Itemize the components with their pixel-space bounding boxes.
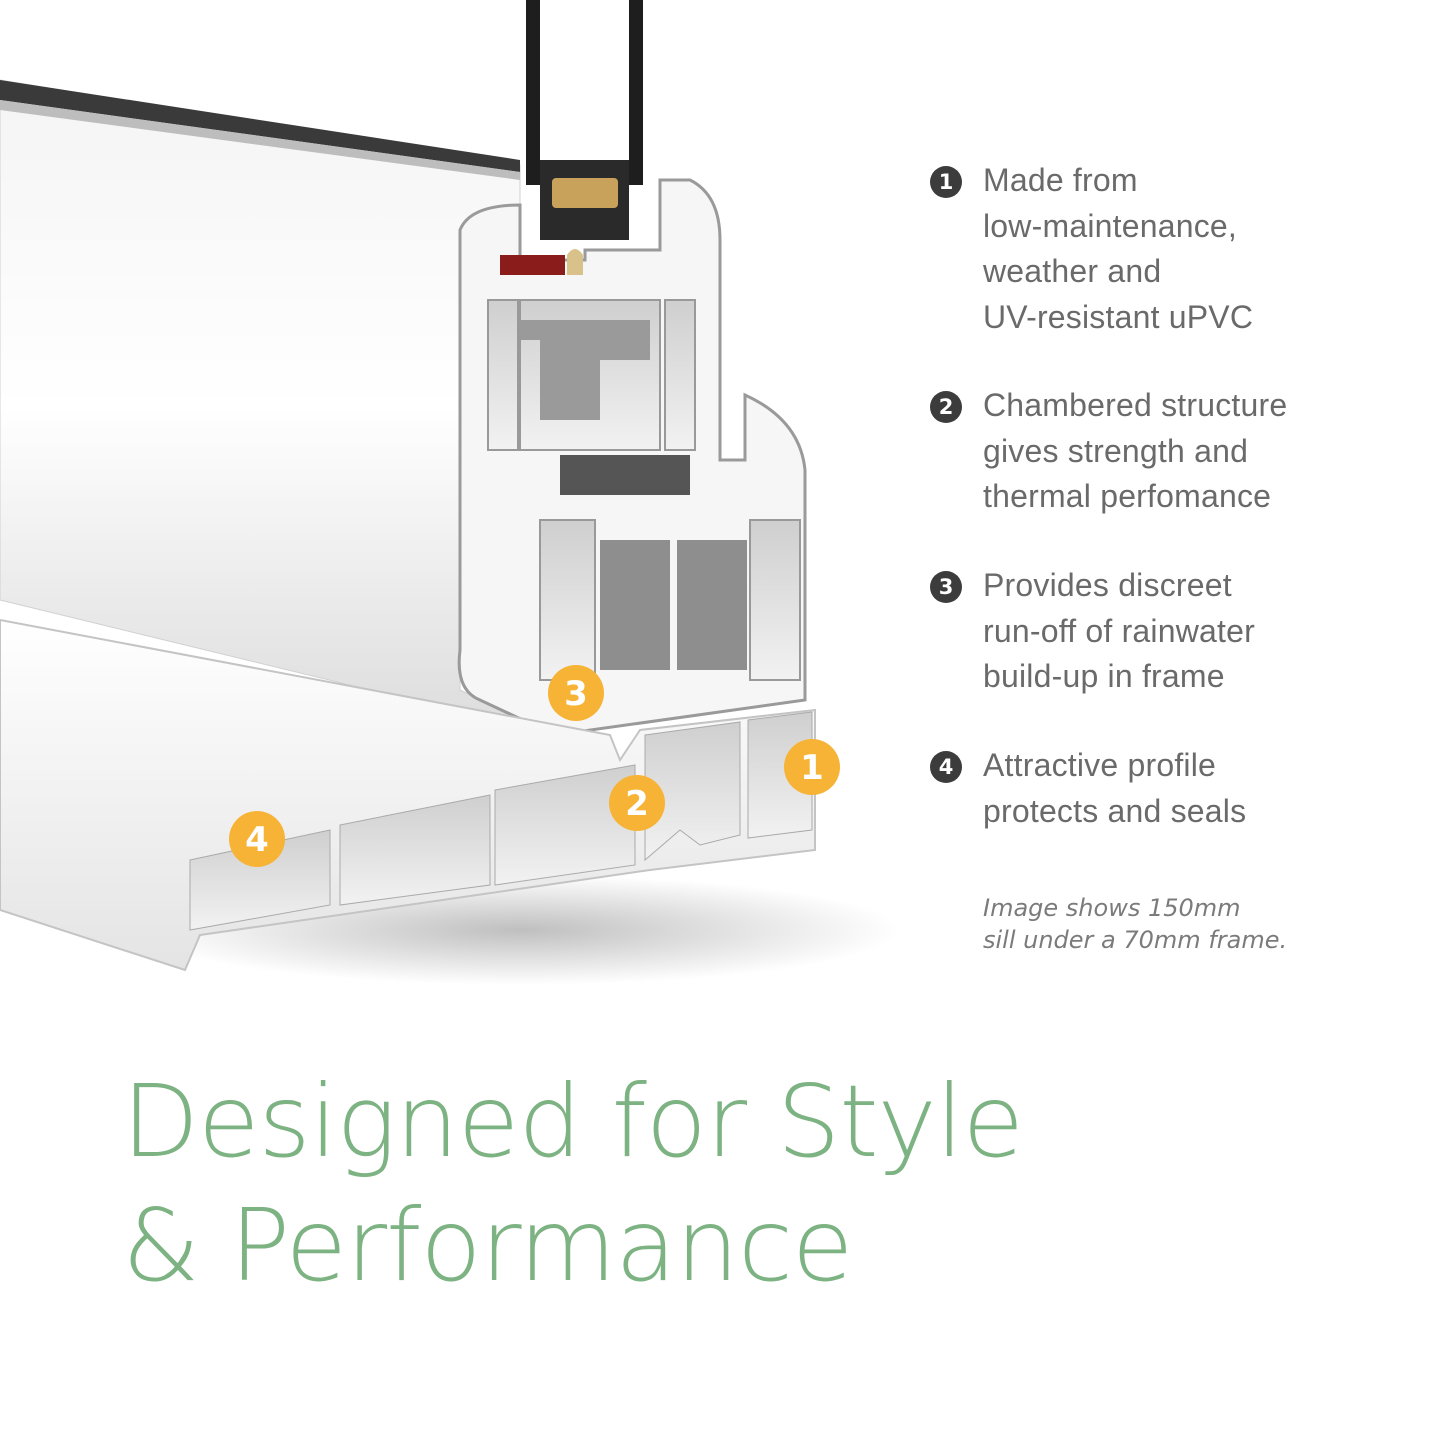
feature-line: Provides discreet: [983, 567, 1232, 603]
feature-line: UV-resistant uPVC: [983, 298, 1254, 335]
feature-text: Made from low-maintenance, weather and U…: [983, 158, 1403, 340]
image-note: Image shows 150mm sill under a 70mm fram…: [983, 892, 1403, 956]
callout-number-3: 3: [564, 674, 588, 714]
brush-seal: [560, 455, 690, 495]
reinforcement-i-beam-2: [677, 540, 747, 670]
feature-line: gives strength and: [983, 432, 1249, 469]
feature-line: run-off of rainwater: [983, 612, 1255, 649]
feature-line: thermal perfomance: [983, 478, 1272, 514]
headline: Designed for Style & Performance: [122, 1060, 1322, 1308]
feature-line: Chambered structure: [983, 387, 1288, 423]
callout-number-1: 1: [800, 748, 824, 788]
reinforcement-profile: [520, 320, 650, 420]
callout-number-4: 4: [245, 820, 269, 860]
window-frame-cross-section-illustration: 1 2 3 4: [0, 0, 900, 985]
feature-line: Made from: [983, 162, 1138, 198]
glass-pane-outer: [526, 0, 540, 185]
feature-line: Attractive profile: [983, 747, 1217, 783]
note-line: sill under a 70mm frame.: [983, 926, 1288, 954]
feature-line: low-maintenance,: [983, 207, 1237, 244]
desiccant: [552, 178, 618, 208]
feature-number-badge: 2: [930, 391, 962, 423]
callout-number-2: 2: [625, 784, 649, 824]
feature-number-badge: 4: [930, 751, 962, 783]
feature-line: build-up in frame: [983, 658, 1225, 694]
callout-badge-3: 3: [548, 665, 604, 721]
feature-line: protects and seals: [983, 792, 1247, 829]
headline-line-2: & Performance: [122, 1187, 853, 1304]
headline-line-1: Designed for Style: [122, 1063, 1024, 1180]
note-line: Image shows 150mm: [983, 894, 1241, 922]
feature-number-badge: 1: [930, 166, 962, 198]
feature-text: Chambered structure gives strength and t…: [983, 383, 1403, 520]
callout-badge-2: 2: [609, 775, 665, 831]
red-seal: [500, 255, 565, 275]
callout-badge-4: 4: [229, 811, 285, 867]
feature-text: Provides discreet run-off of rainwater b…: [983, 563, 1403, 700]
glass-pane-inner: [629, 0, 643, 185]
reinforcement-i-beam-1: [600, 540, 670, 670]
feature-line: weather and: [983, 253, 1162, 289]
feature-text: Attractive profile protects and seals: [983, 743, 1403, 834]
callout-badge-1: 1: [784, 739, 840, 795]
feature-number-badge: 3: [930, 571, 962, 603]
